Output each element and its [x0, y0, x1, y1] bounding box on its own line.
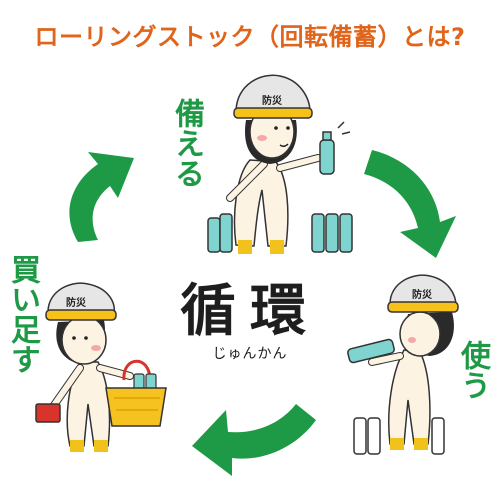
empty-bottles-right [353, 417, 445, 455]
arrow-bottom [192, 404, 316, 476]
page-title: ローリングストック（回転備蓄）とは? [34, 23, 466, 51]
center-heading: 循環 [180, 278, 320, 344]
shopping-basket [105, 359, 167, 427]
helmet-badge: 防災 [66, 296, 87, 309]
step-label-prepare: 備える [169, 98, 204, 188]
water-bottles-top [207, 213, 353, 253]
helmet-badge: 防災 [262, 94, 283, 107]
arrow-top-right [364, 150, 456, 258]
helmet-badge: 防災 [412, 288, 433, 301]
arrow-top-left [69, 152, 134, 242]
step-label-buy: 買い足す [5, 254, 40, 374]
wallet [35, 403, 61, 423]
step-label-use: 使う [455, 340, 490, 400]
center-reading: じゅんかん [212, 346, 288, 362]
person-use: 防災 [347, 274, 459, 450]
person-prepare: 防災 [226, 74, 351, 254]
